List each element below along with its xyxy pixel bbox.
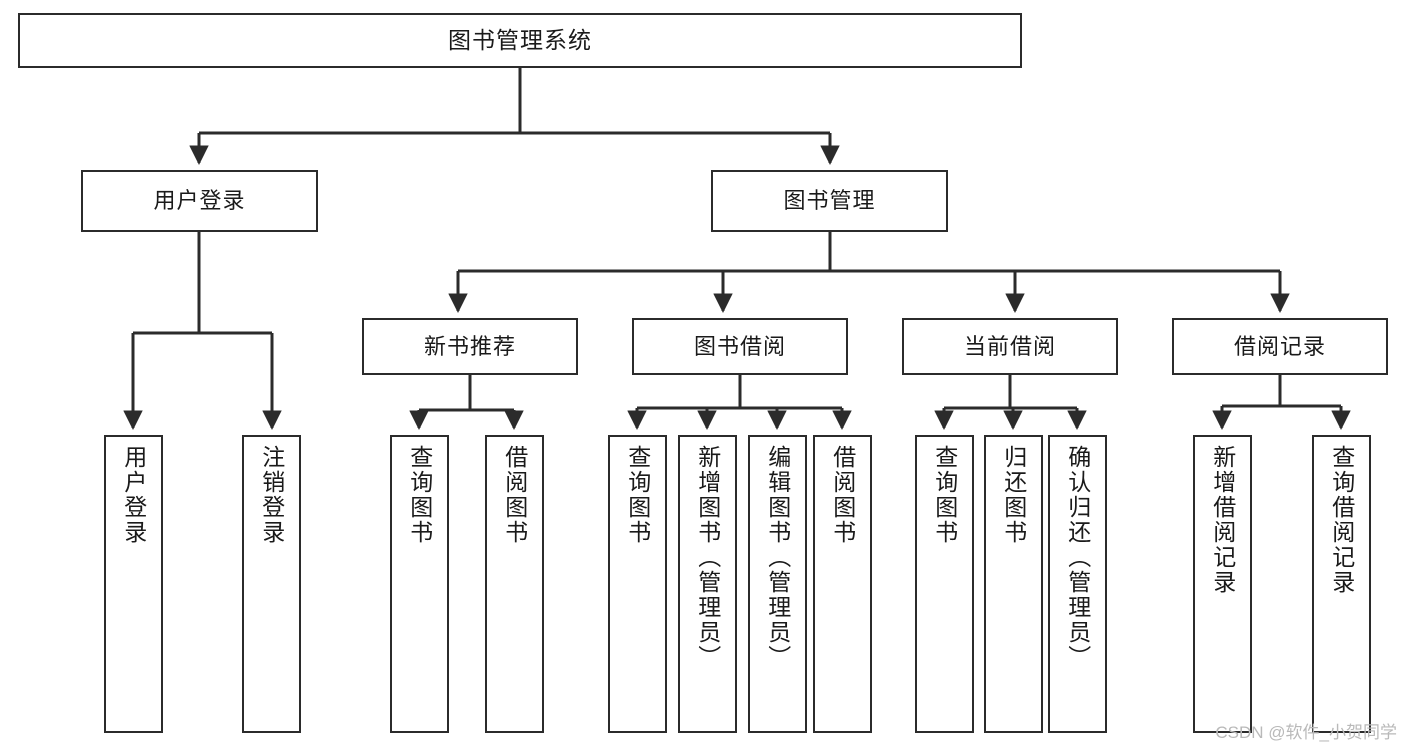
node-leaf-query-book-3[interactable]: 查询图书 (915, 435, 974, 733)
node-label: 新增借阅记录 (1209, 445, 1236, 595)
node-label: 用户登录 (120, 445, 147, 545)
node-root-system[interactable]: 图书管理系统 (18, 13, 1022, 68)
node-label: 用户登录 (153, 188, 246, 214)
node-label: 查询图书 (624, 445, 651, 545)
node-leaf-query-book-1[interactable]: 查询图书 (390, 435, 449, 733)
node-leaf-add-borrow-record[interactable]: 新增借阅记录 (1193, 435, 1252, 733)
node-label: 注销登录 (258, 445, 285, 545)
node-book-manage[interactable]: 图书管理 (711, 170, 948, 232)
node-leaf-confirm-return[interactable]: 确认归还（管理员） (1048, 435, 1107, 733)
node-leaf-borrow-book-1[interactable]: 借阅图书 (485, 435, 544, 733)
node-leaf-query-book-2[interactable]: 查询图书 (608, 435, 667, 733)
watermark-text: CSDN @软件_小贺同学 (1215, 723, 1397, 742)
node-label: 图书借阅 (693, 333, 786, 359)
node-label: 借阅记录 (1233, 333, 1326, 359)
node-label: 新增图书（管理员） (694, 445, 721, 670)
node-label: 查询借阅记录 (1328, 445, 1355, 595)
node-leaf-logout-login[interactable]: 注销登录 (242, 435, 301, 733)
node-leaf-user-login[interactable]: 用户登录 (104, 435, 163, 733)
node-new-book-recommend[interactable]: 新书推荐 (362, 318, 578, 375)
node-label: 借阅图书 (501, 445, 528, 545)
node-borrow-record[interactable]: 借阅记录 (1172, 318, 1388, 375)
node-label: 查询图书 (406, 445, 433, 545)
node-user-login[interactable]: 用户登录 (81, 170, 318, 232)
node-label: 借阅图书 (829, 445, 856, 545)
node-label: 确认归还（管理员） (1064, 445, 1091, 670)
node-book-borrow[interactable]: 图书借阅 (632, 318, 848, 375)
node-leaf-borrow-book-2[interactable]: 借阅图书 (813, 435, 872, 733)
node-label: 归还图书 (1000, 445, 1027, 545)
node-leaf-edit-book[interactable]: 编辑图书（管理员） (748, 435, 807, 733)
node-leaf-add-book[interactable]: 新增图书（管理员） (678, 435, 737, 733)
node-label: 图书管理 (783, 188, 876, 214)
node-label: 新书推荐 (423, 333, 516, 359)
node-label: 编辑图书（管理员） (764, 445, 791, 670)
node-label: 当前借阅 (963, 333, 1056, 359)
node-leaf-query-borrow-record[interactable]: 查询借阅记录 (1312, 435, 1371, 733)
node-current-borrow[interactable]: 当前借阅 (902, 318, 1118, 375)
node-label: 图书管理系统 (448, 26, 592, 53)
node-leaf-return-book[interactable]: 归还图书 (984, 435, 1043, 733)
node-label: 查询图书 (931, 445, 958, 545)
